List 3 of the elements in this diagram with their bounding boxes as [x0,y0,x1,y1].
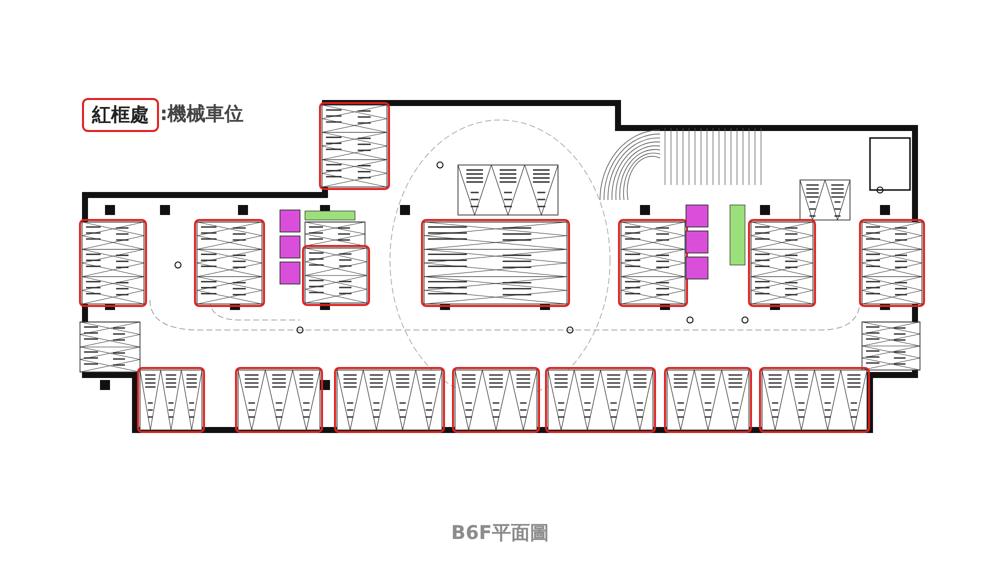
legend-key-box: 紅框處 [82,98,159,132]
legend-text: :機械車位 [160,102,244,127]
caption: B6F平面圖 [451,522,549,544]
